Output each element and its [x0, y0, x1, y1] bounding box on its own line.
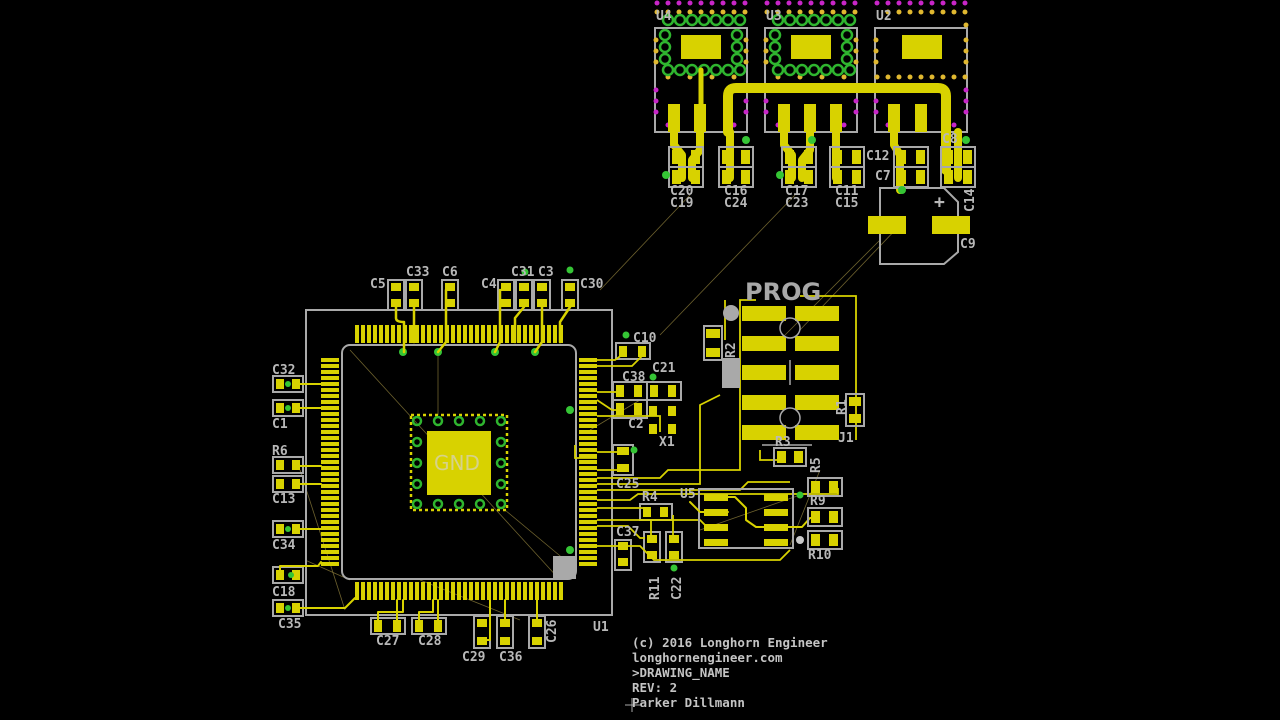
- mcu-top-capacitors[interactable]: C5 C33 C6 C4 C31 C3 C30: [370, 265, 604, 354]
- c31-label: C31: [511, 265, 535, 280]
- origin-marker: [625, 698, 640, 712]
- r6-label: R6: [272, 444, 288, 459]
- title-drawing-name: >DRAWING_NAME: [632, 665, 730, 680]
- title-revision: REV: 2: [632, 680, 678, 695]
- c6-label: C6: [442, 265, 458, 280]
- c30-label: C30: [580, 277, 604, 292]
- title-block: (c) 2016 Longhorn Engineer longhornengin…: [632, 635, 828, 710]
- u5-label: U5: [680, 487, 696, 502]
- r2-label: R2: [724, 342, 739, 358]
- c9-label: C9: [960, 237, 976, 252]
- c4-label: C4: [481, 277, 497, 292]
- regulator-u4[interactable]: U4: [653, 0, 749, 133]
- c23-label: C23: [785, 196, 808, 211]
- c24-label: C24: [724, 196, 748, 211]
- top-capacitors[interactable]: C20 C19 C16 C24 C17 C23 C11 C15 C12 C7 C…: [662, 132, 978, 265]
- c14-label: C14: [963, 188, 978, 212]
- c3-label: C3: [538, 265, 554, 280]
- c21-label: C21: [652, 361, 676, 376]
- c5-label: C5: [370, 277, 386, 292]
- c28-label: C28: [418, 634, 442, 649]
- j1-label: J1: [838, 431, 854, 446]
- c12-label: C12: [866, 149, 889, 164]
- prog-header-j1[interactable]: PROG R2 R1 J1 R3: [703, 278, 865, 467]
- c36-label: C36: [499, 650, 523, 665]
- c10-label: C10: [633, 331, 657, 346]
- r5-label: R5: [809, 457, 824, 473]
- regulator-u3[interactable]: U3: [763, 0, 859, 133]
- mcu-u1[interactable]: GND U1: [305, 309, 613, 635]
- c17-label: C17: [785, 184, 808, 199]
- c18-label: C18: [272, 585, 296, 600]
- mcu-bottom-capacitors[interactable]: C27 C28 C29 C36 C26: [370, 599, 560, 665]
- title-copyright: (c) 2016 Longhorn Engineer: [632, 635, 828, 650]
- c7-label: C7: [875, 169, 891, 184]
- c19-label: C19: [670, 196, 693, 211]
- c29-label: C29: [462, 650, 485, 665]
- r1-label: R1: [835, 399, 850, 415]
- c26-label: C26: [545, 619, 560, 643]
- r4-label: R4: [642, 490, 658, 505]
- c11-label: C11: [835, 184, 859, 199]
- u2-label: U2: [876, 9, 892, 24]
- gnd-pad-label: GND: [434, 451, 480, 475]
- c15-label: C15: [835, 196, 858, 211]
- c1-label: C1: [272, 417, 288, 432]
- r10-label: R10: [808, 548, 832, 563]
- u3-label: U3: [766, 9, 782, 24]
- c25-label: C25: [616, 477, 639, 492]
- c8-label: C8: [942, 132, 958, 147]
- title-website: longhornengineer.com: [632, 650, 783, 665]
- c34-label: C34: [272, 538, 296, 553]
- c20-label: C20: [670, 184, 694, 199]
- c38-label: C38: [622, 370, 646, 385]
- mcu-left-components[interactable]: C32 C1 R6 C13 C34 C18 C35: [272, 363, 356, 632]
- x1-label: X1: [659, 435, 675, 450]
- c35-label: C35: [278, 617, 301, 632]
- r9-label: R9: [810, 494, 826, 509]
- u4-label: U4: [656, 9, 672, 24]
- r3-label: R3: [775, 435, 791, 450]
- title-author: Parker Dillmann: [632, 695, 745, 710]
- c16-label: C16: [724, 184, 748, 199]
- ic-u5[interactable]: U5 R5 R9 R10: [680, 457, 843, 563]
- mcu-right-components[interactable]: C10 C38 C21 C2 X1 C25 R4 C37 R11 C22: [574, 295, 857, 600]
- c33-label: C33: [406, 265, 429, 280]
- regulator-u2[interactable]: U2: [873, 0, 969, 133]
- r11-label: R11: [648, 576, 663, 600]
- c32-label: C32: [272, 363, 295, 378]
- c37-label: C37: [616, 525, 639, 540]
- svg-text:+: +: [934, 192, 945, 213]
- c13-label: C13: [272, 492, 295, 507]
- c27-label: C27: [376, 634, 399, 649]
- prog-label: PROG: [745, 278, 821, 306]
- c22-label: C22: [670, 577, 685, 600]
- u1-label: U1: [593, 620, 609, 635]
- c2-label: C2: [628, 417, 644, 432]
